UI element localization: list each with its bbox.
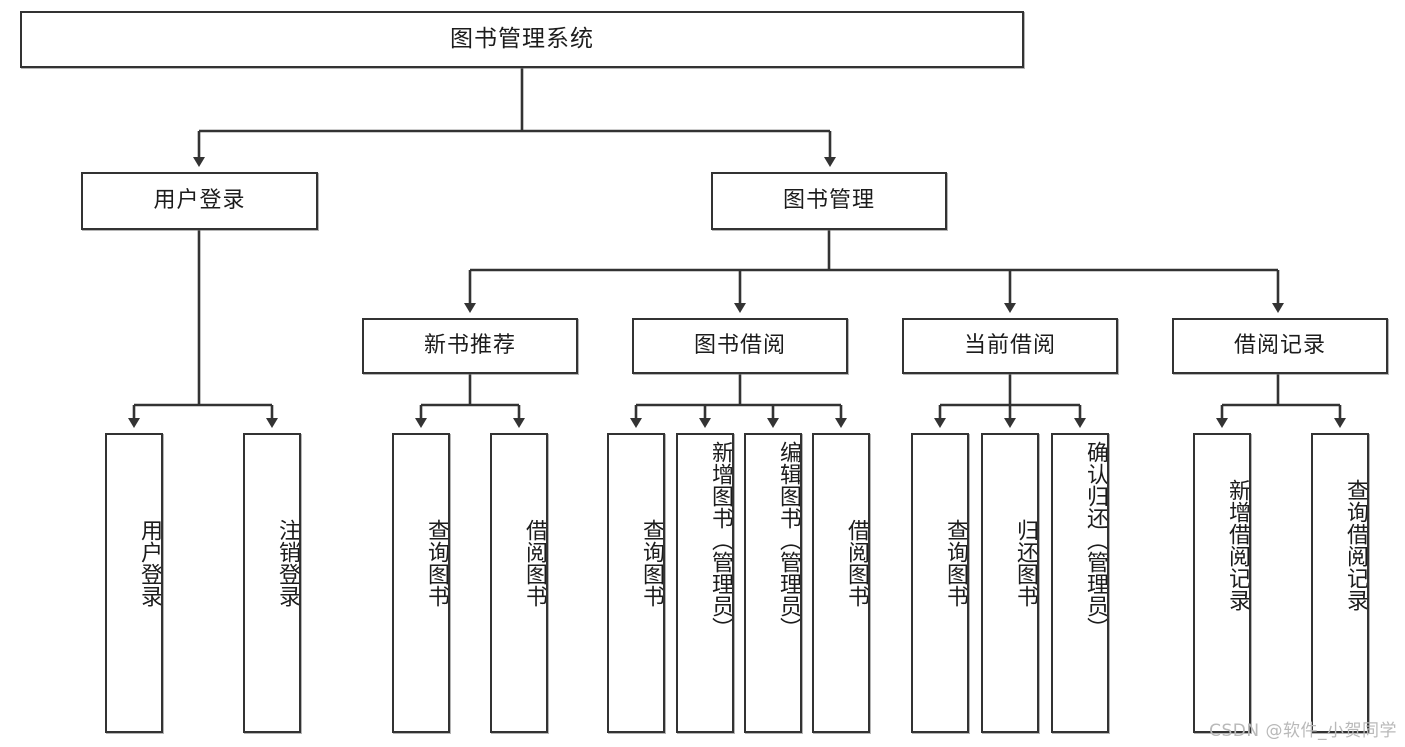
leaf-confirm-return-admin[interactable]: 确认归还（管理员） xyxy=(1051,433,1109,733)
leaf-add-borrow-record-label: 新增借阅记录 xyxy=(1225,479,1250,611)
leaf-borrow-query-book[interactable]: 查询图书 xyxy=(607,433,665,733)
leaf-add-book-admin-label: 新增图书（管理员） xyxy=(708,441,733,639)
leaf-user-login-label: 用户登录 xyxy=(137,519,162,607)
node-current-borrow[interactable]: 当前借阅 xyxy=(902,318,1118,374)
leaf-add-book-admin[interactable]: 新增图书（管理员） xyxy=(676,433,734,733)
leaf-confirm-return-admin-label: 确认归还（管理员） xyxy=(1083,441,1108,639)
leaf-borrow-query-book-label: 查询图书 xyxy=(639,519,664,607)
node-borrow-record[interactable]: 借阅记录 xyxy=(1172,318,1388,374)
leaf-add-borrow-record[interactable]: 新增借阅记录 xyxy=(1193,433,1251,733)
node-new-book-recommend-label: 新书推荐 xyxy=(423,333,516,359)
leaf-recommend-borrow-book-label: 借阅图书 xyxy=(522,519,547,607)
leaf-query-borrow-record-label: 查询借阅记录 xyxy=(1343,479,1368,611)
node-book-borrow[interactable]: 图书借阅 xyxy=(632,318,848,374)
leaf-logout-label: 注销登录 xyxy=(275,519,300,607)
leaf-logout[interactable]: 注销登录 xyxy=(243,433,301,733)
node-borrow-record-label: 借阅记录 xyxy=(1233,333,1326,359)
node-user-login[interactable]: 用户登录 xyxy=(81,172,318,230)
leaf-recommend-query-book[interactable]: 查询图书 xyxy=(392,433,450,733)
node-new-book-recommend[interactable]: 新书推荐 xyxy=(362,318,578,374)
leaf-recommend-borrow-book[interactable]: 借阅图书 xyxy=(490,433,548,733)
leaf-borrow-book[interactable]: 借阅图书 xyxy=(812,433,870,733)
node-root[interactable]: 图书管理系统 xyxy=(20,11,1024,68)
node-book-borrow-label: 图书借阅 xyxy=(693,333,786,359)
leaf-return-book[interactable]: 归还图书 xyxy=(981,433,1039,733)
node-current-borrow-label: 当前借阅 xyxy=(963,333,1056,359)
leaf-current-query-book[interactable]: 查询图书 xyxy=(911,433,969,733)
leaf-edit-book-admin-label: 编辑图书（管理员） xyxy=(776,441,801,639)
node-root-label: 图书管理系统 xyxy=(450,25,594,52)
node-book-management-label: 图书管理 xyxy=(782,188,875,214)
node-book-management[interactable]: 图书管理 xyxy=(711,172,947,230)
leaf-current-query-book-label: 查询图书 xyxy=(943,519,968,607)
leaf-borrow-book-label: 借阅图书 xyxy=(844,519,869,607)
leaf-query-borrow-record[interactable]: 查询借阅记录 xyxy=(1311,433,1369,733)
leaf-recommend-query-book-label: 查询图书 xyxy=(424,519,449,607)
watermark: CSDN @软件_小贺同学 xyxy=(1209,721,1397,741)
leaf-edit-book-admin[interactable]: 编辑图书（管理员） xyxy=(744,433,802,733)
node-user-login-label: 用户登录 xyxy=(153,188,246,214)
leaf-user-login[interactable]: 用户登录 xyxy=(105,433,163,733)
leaf-return-book-label: 归还图书 xyxy=(1013,519,1038,607)
